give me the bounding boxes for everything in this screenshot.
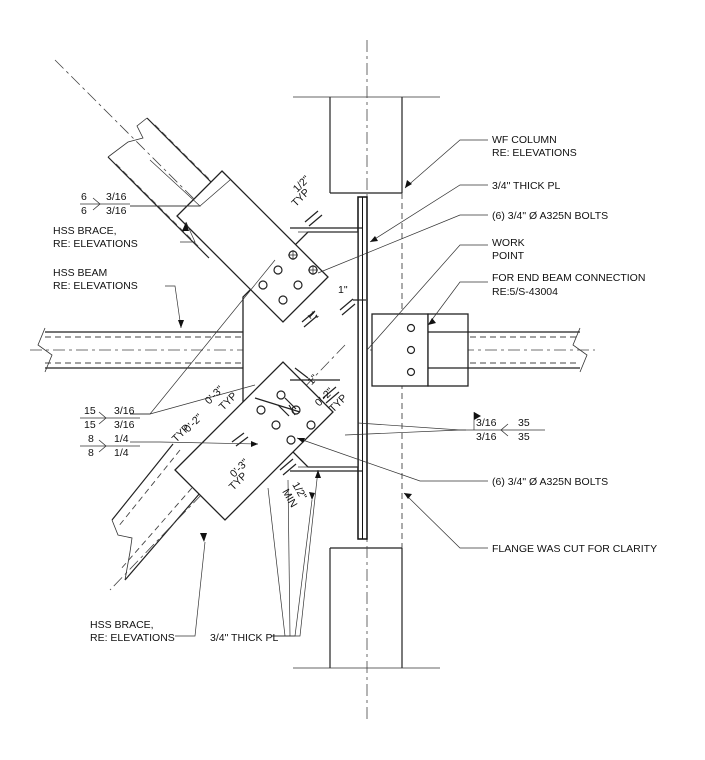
label-work-point-1: WORK [492,237,525,249]
label-end-beam-2: RE:5/S-43004 [492,286,558,298]
label-thick-pl-bottom: 3/4" THICK PL [210,632,278,644]
weld-symbol-w1: 6 6 3/16 3/16 [80,191,130,217]
label-wf-column-1: WF COLUMN [492,134,557,146]
weld-w1-right-top: 3/16 [106,191,127,203]
dim-one-inch-a: 1" [338,284,348,296]
weld-symbol-w3: 8 8 1/4 1/4 [80,433,140,459]
weld-w3-right-top: 1/4 [114,433,129,445]
weld-w1-left-bottom: 6 [81,205,87,217]
leader-lines [130,139,488,637]
weld-w3-left-top: 8 [88,433,94,445]
label-hss-beam-1: HSS BEAM [53,267,107,279]
label-work-point-2: POINT [492,250,525,262]
label-hss-brace-bottom-1: HSS BRACE, [90,619,154,631]
weld-w2-left-bottom: 15 [84,419,96,431]
end-beam-connection [371,313,469,387]
weld-w2-right-top: 3/16 [114,405,135,417]
weld-w2-right-bottom: 3/16 [114,419,135,431]
label-bolts-top: (6) 3/4" Ø A325N BOLTS [492,210,608,222]
label-thick-pl-top: 3/4" THICK PL [492,180,560,192]
weld-w1-left-top: 6 [81,191,87,203]
label-hss-brace-top-2: RE: ELEVATIONS [53,238,138,250]
hss-brace-lower [109,344,346,591]
arrows [178,180,436,542]
weld-w2-left-top: 15 [84,405,96,417]
weld-w3-left-bottom: 8 [88,447,94,459]
label-wf-column-2: RE: ELEVATIONS [492,147,577,159]
label-flange-cut: FLANGE WAS CUT FOR CLARITY [492,543,657,555]
label-hss-brace-top-1: HSS BRACE, [53,225,117,237]
weld-w4-right-bottom: 35 [518,431,530,443]
weld-symbol-w4: 3/16 3/16 35 35 [466,417,545,443]
label-bolts-bottom: (6) 3/4" Ø A325N BOLTS [492,476,608,488]
hss-brace-upper [54,59,329,323]
weld-w4-left-top: 3/16 [476,417,497,429]
weld-ticks [231,210,366,476]
label-hss-brace-bottom-2: RE: ELEVATIONS [90,632,175,644]
weld-w1-right-bottom: 3/16 [106,205,127,217]
weld-symbol-w2: 15 15 3/16 3/16 [80,405,140,431]
weld-w4-right-top: 35 [518,417,530,429]
weld-w4-left-bottom: 3/16 [476,431,497,443]
label-end-beam-1: FOR END BEAM CONNECTION [492,272,645,284]
label-hss-beam-2: RE: ELEVATIONS [53,280,138,292]
weld-w3-right-bottom: 1/4 [114,447,129,459]
